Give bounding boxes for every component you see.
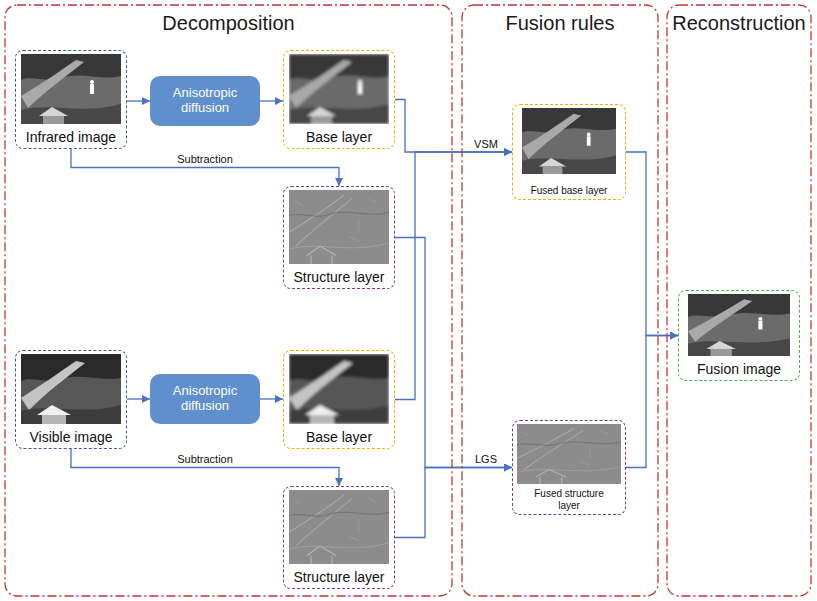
box-caption: Anisotropic diffusion — [156, 384, 254, 414]
layer-box: Base layer — [283, 50, 395, 149]
stage-heading: Decomposition — [4, 12, 453, 35]
box-caption: Fusion image — [697, 361, 781, 377]
base-layer-thumbnail — [289, 54, 389, 124]
fused-box: Fused structure layer — [512, 420, 626, 515]
connector-arrow — [395, 100, 512, 153]
box-caption: Structure layer — [293, 569, 384, 585]
connector-arrow — [395, 152, 512, 400]
stage-heading: Fusion rules — [461, 12, 659, 35]
layer-box: Base layer — [283, 350, 395, 449]
output-box: Fusion image — [678, 290, 800, 381]
box-caption: Base layer — [306, 129, 372, 145]
connector-arrow — [71, 149, 339, 186]
box-caption: Visible image — [29, 429, 112, 445]
structure-layer-thumbnail — [289, 190, 389, 264]
connector-arrow — [260, 398, 283, 399]
panel-border — [462, 5, 658, 596]
filter-box: Anisotropic diffusion — [150, 374, 260, 424]
fused-box: Fused base layer — [512, 104, 626, 200]
edge-label: VSM — [472, 138, 500, 150]
stage-panel: DecompositionInfrared imageAnisotropic d… — [4, 4, 453, 597]
connector-arrow — [127, 100, 150, 101]
layer-box: Structure layer — [283, 486, 395, 589]
box-caption: Fused structure layer — [527, 488, 611, 511]
box-caption: Base layer — [306, 429, 372, 445]
base-layer-thumbnail — [289, 354, 389, 424]
panel-border — [5, 5, 452, 596]
connector-arrow — [71, 449, 339, 486]
image-box: Infrared image — [15, 50, 127, 149]
image-box: Visible image — [15, 350, 127, 449]
filter-box: Anisotropic diffusion — [150, 76, 260, 126]
box-caption: Fused base layer — [531, 185, 608, 197]
fused-structure-thumbnail — [517, 424, 621, 484]
edge-label: Subtraction — [175, 153, 235, 165]
box-caption: Structure layer — [293, 269, 384, 285]
box-caption: Anisotropic diffusion — [156, 86, 254, 116]
panel-border — [667, 5, 811, 596]
stage-heading: Reconstruction — [666, 12, 812, 35]
structure-layer-thumbnail — [289, 490, 389, 564]
connector-arrow — [626, 336, 678, 468]
connector-arrow — [127, 398, 150, 399]
panel-outline — [666, 4, 812, 597]
stage-panel: ReconstructionFusion image — [666, 4, 812, 597]
fused-base-thumbnail — [522, 108, 616, 174]
connector-arrow — [395, 468, 512, 538]
infrared-thumbnail — [21, 54, 121, 124]
stage-panel: Fusion rulesFused base layerFused struct… — [461, 4, 659, 597]
connector-arrow — [260, 100, 283, 101]
visible-thumbnail — [21, 354, 121, 424]
connector-arrow — [626, 152, 678, 336]
layer-box: Structure layer — [283, 186, 395, 289]
edge-label: Subtraction — [175, 453, 235, 465]
fusion-thumbnail — [688, 294, 790, 356]
box-caption: Infrared image — [26, 129, 116, 145]
edge-label: LGS — [473, 453, 499, 465]
connector-arrow — [395, 238, 512, 468]
